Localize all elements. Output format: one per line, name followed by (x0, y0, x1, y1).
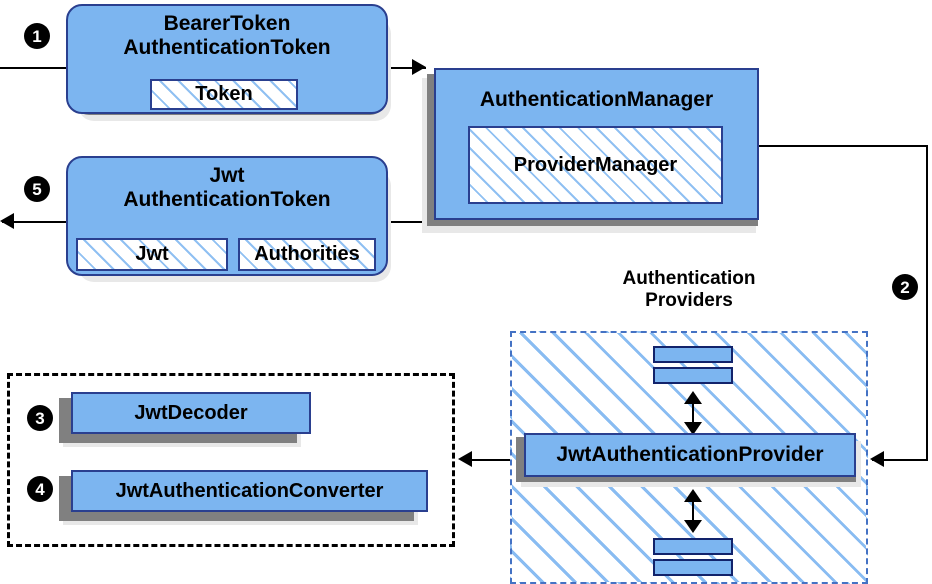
provider-stub-bar-bottom-2 (653, 559, 733, 576)
provider-stub-bar-top-1 (653, 346, 733, 363)
provider-manager-node[interactable]: ProviderManager (468, 126, 723, 204)
provider-to-support-arrow (458, 451, 472, 467)
bullet-4: 4 (27, 476, 53, 502)
outbound-response-arrow (0, 213, 14, 229)
provider-stub-bar-top-2 (653, 367, 733, 384)
provider-bottom-arrow-down (684, 520, 702, 533)
manager-down-line (926, 145, 928, 460)
provider-top-arrow-down (684, 422, 702, 435)
provider-stub-bar-bottom-1 (653, 538, 733, 555)
manager-to-provider-arrow (870, 451, 884, 467)
into-provider-line (872, 459, 928, 461)
bullet-5: 5 (24, 176, 50, 202)
bearer-to-manager-arrow (412, 59, 426, 75)
bullet-2: 2 (892, 274, 918, 300)
jwt-decoder-node[interactable]: JwtDecoder (71, 392, 311, 434)
authorities-child-node[interactable]: Authorities (238, 238, 376, 271)
bearer-token-title-line2: AuthenticationToken (123, 36, 331, 59)
token-node[interactable]: Token (150, 79, 298, 110)
jwt-child-node[interactable]: Jwt (76, 238, 228, 271)
jwt-auth-converter-node[interactable]: JwtAuthenticationConverter (71, 470, 428, 512)
auth-providers-title: Authentication Providers (510, 268, 868, 312)
auth-providers-title-line1: Authentication (622, 268, 756, 289)
auth-providers-title-line2: Providers (645, 289, 733, 311)
bearer-token-title-line1: BearerToken (163, 12, 291, 35)
outbound-response-line (2, 221, 72, 223)
bearer-to-manager-line (388, 67, 426, 69)
support-components-group (7, 373, 455, 547)
provider-top-arrow-shaft (692, 396, 694, 427)
auth-manager-title: AuthenticationManager (479, 88, 714, 111)
provider-bottom-arrow-shaft (692, 494, 694, 525)
jwt-auth-token-title-line1: Jwt (209, 164, 245, 187)
bullet-3: 3 (27, 405, 53, 431)
manager-out-line (758, 145, 928, 147)
manager-to-jwt-token-line (388, 221, 432, 223)
jwt-auth-provider-node[interactable]: JwtAuthenticationProvider (524, 433, 856, 477)
inbound-request-line (0, 67, 72, 69)
bullet-1: 1 (24, 23, 50, 49)
jwt-auth-token-title-line2: AuthenticationToken (123, 188, 331, 211)
provider-to-support-line (472, 459, 522, 461)
